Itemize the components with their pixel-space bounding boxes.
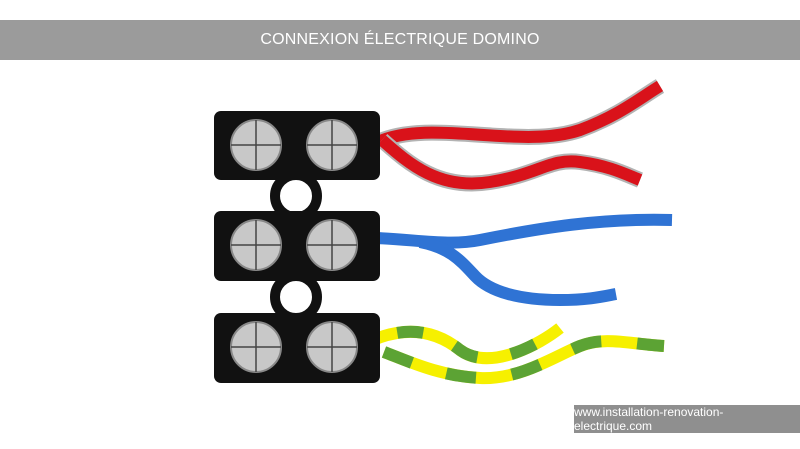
- terminal-block-top: [214, 111, 380, 180]
- page-title: CONNEXION ÉLECTRIQUE DOMINO: [260, 31, 540, 48]
- terminal-block-bottom: [214, 313, 380, 383]
- website-url: www.installation-renovation-electrique.c…: [574, 405, 724, 433]
- phillips-screw-icon: [306, 321, 358, 373]
- wire-red: [374, 79, 665, 192]
- phillips-screw-icon: [230, 321, 282, 373]
- terminal-link-bottom: [270, 271, 322, 323]
- title-bar: CONNEXION ÉLECTRIQUE DOMINO: [0, 20, 800, 60]
- phillips-screw-icon: [230, 119, 282, 171]
- wire-green-yellow: [375, 323, 665, 385]
- wire-blue-upper: [375, 213, 673, 249]
- terminal-block-middle: [214, 211, 380, 281]
- website-badge: www.installation-renovation-electrique.c…: [574, 405, 800, 433]
- wire-blue-lower: [418, 236, 618, 307]
- phillips-screw-icon: [230, 219, 282, 271]
- phillips-screw-icon: [306, 119, 358, 171]
- phillips-screw-icon: [306, 219, 358, 271]
- wire-blue: [375, 213, 673, 307]
- terminal-link-top: [270, 170, 322, 222]
